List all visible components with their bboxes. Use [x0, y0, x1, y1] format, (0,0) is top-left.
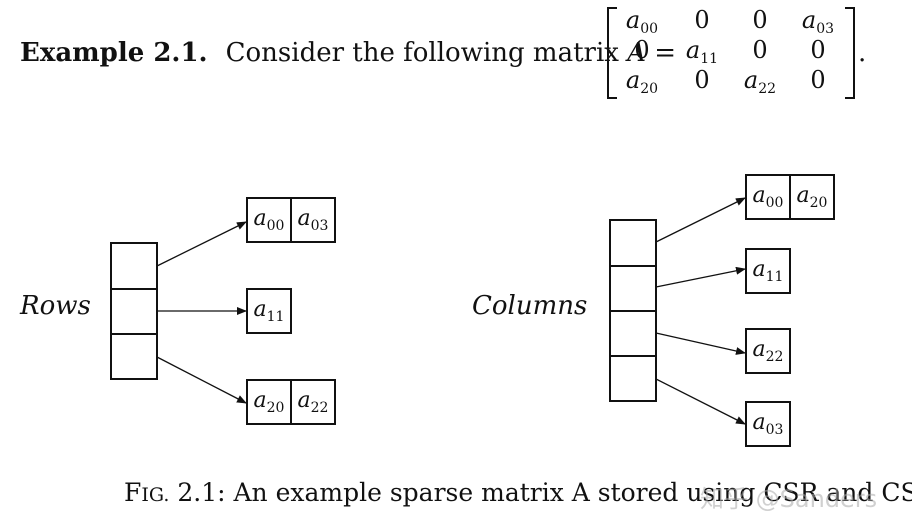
- col-arrow-1: [655, 266, 746, 288]
- equals-sign: =: [654, 38, 677, 68]
- matrix-symbol: A: [627, 38, 646, 68]
- rows-entry-1-0: a11: [246, 288, 292, 334]
- matrix-entry-r2-c2: a22: [743, 66, 777, 97]
- row-arrow-2: [156, 356, 247, 404]
- rows-pointer-cell-0: [110, 242, 158, 290]
- matrix-entry-r0-c2: 0: [752, 6, 768, 34]
- columns-pointer-cell-2: [609, 310, 657, 357]
- col-arrow-0: [655, 197, 746, 243]
- matrix-entry-r1-c0: 0: [634, 36, 650, 64]
- col-arrow-2: [655, 332, 746, 355]
- caption-number: 2.1:: [177, 478, 226, 507]
- matrix-entry-r0-c1: 0: [694, 6, 710, 34]
- matrix-entry-r1-c1: a11: [685, 36, 719, 67]
- columns-entry-1-0: a11: [745, 248, 791, 294]
- rows-entry-2-0: a20: [246, 379, 292, 425]
- rows-entry-2-1: a22: [290, 379, 336, 425]
- example-label: Example 2.1.: [20, 38, 208, 68]
- figure-caption: FIG. 2.1: An example sparse matrix A sto…: [124, 478, 912, 507]
- row-arrow-0: [156, 221, 247, 267]
- rows-pointer-cell-2: [110, 333, 158, 380]
- caption-fig-label: FIG.: [124, 478, 170, 507]
- columns-label: Columns: [472, 291, 588, 321]
- caption-text: An example sparse matrix A stored using …: [233, 478, 912, 507]
- columns-pointer-cell-1: [609, 265, 657, 312]
- matrix-entry-r0-c3: a03: [801, 6, 835, 37]
- rows-entry-0-0: a00: [246, 197, 292, 243]
- rows-arrows: [156, 221, 247, 404]
- matrix-entry-r2-c3: 0: [810, 66, 826, 94]
- rows-entry-0-1: a03: [290, 197, 336, 243]
- watermark: 知乎 @Sanders: [700, 485, 878, 513]
- matrix-entry-r2-c1: 0: [694, 66, 710, 94]
- columns-entry-0-1: a20: [789, 174, 835, 220]
- rows-label: Rows: [20, 291, 91, 321]
- columns-pointer-cell-3: [609, 355, 657, 402]
- columns-arrows: [655, 197, 746, 425]
- matrix-entry-r2-c0: a20: [625, 66, 659, 97]
- matrix-entry-r1-c2: 0: [752, 36, 768, 64]
- columns-entry-0-0: a00: [745, 174, 791, 220]
- columns-entry-2-0: a22: [745, 328, 791, 374]
- columns-pointer-cell-0: [609, 219, 657, 267]
- matrix-entry-r0-c0: a00: [625, 6, 659, 37]
- example-heading: Example 2.1. Consider the following matri…: [20, 33, 676, 73]
- col-arrow-3: [655, 378, 746, 425]
- rows-pointer-cell-1: [110, 288, 158, 335]
- matrix-period: .: [858, 38, 867, 68]
- example-text: Consider the following matrix: [225, 38, 619, 68]
- matrix-entry-r1-c3: 0: [810, 36, 826, 64]
- columns-entry-3-0: a03: [745, 401, 791, 447]
